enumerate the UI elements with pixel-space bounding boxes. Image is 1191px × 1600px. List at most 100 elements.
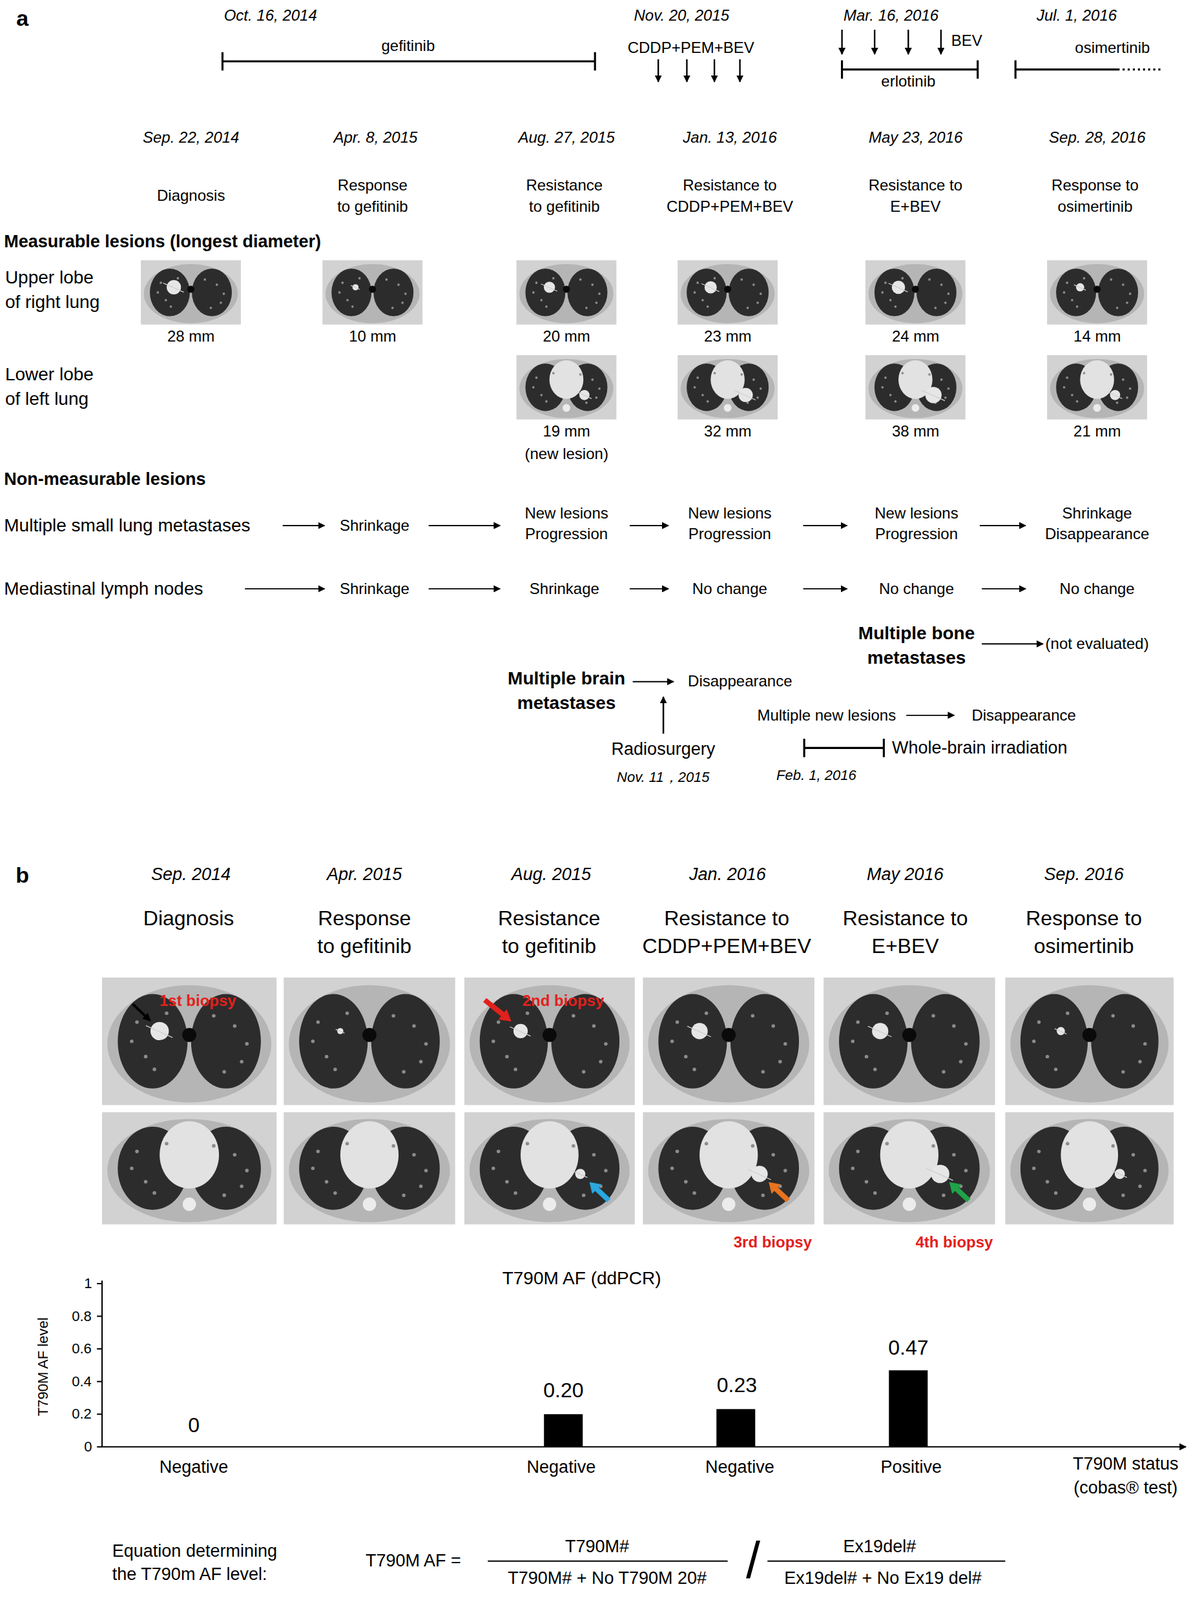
shape bbox=[144, 1180, 148, 1184]
shape bbox=[1032, 1039, 1036, 1044]
flow-arrow bbox=[981, 588, 1026, 590]
shape bbox=[603, 1042, 608, 1046]
ct-scan bbox=[464, 977, 635, 1106]
flow-arrow bbox=[906, 714, 954, 717]
shape bbox=[491, 1167, 495, 1171]
shape bbox=[562, 285, 570, 293]
shape bbox=[751, 1165, 768, 1182]
text-label: Non-measurable lesions bbox=[3, 467, 206, 491]
shape bbox=[182, 1198, 197, 1212]
shape bbox=[761, 1193, 766, 1198]
shape bbox=[1128, 292, 1132, 296]
shape bbox=[1063, 291, 1066, 294]
shape bbox=[828, 985, 991, 1104]
shape bbox=[581, 1193, 586, 1197]
text-label: Apr. 8, 2015 bbox=[333, 127, 418, 148]
shape bbox=[880, 291, 884, 294]
flow-arrow bbox=[282, 525, 325, 527]
shape bbox=[299, 994, 368, 1089]
rule-line bbox=[96, 1348, 103, 1350]
text-label: Multiple new lesions bbox=[756, 705, 896, 726]
shape bbox=[838, 994, 908, 1089]
rule-line bbox=[747, 1169, 772, 1181]
shape bbox=[590, 283, 594, 287]
shape bbox=[868, 359, 964, 419]
shape bbox=[1121, 378, 1125, 382]
shape bbox=[341, 281, 344, 285]
flow-arrow bbox=[981, 643, 1044, 645]
rule-line bbox=[102, 1446, 1186, 1449]
text-label: Measurable lesions (longest diameter) bbox=[3, 229, 322, 254]
shape bbox=[868, 264, 964, 324]
shape bbox=[911, 285, 920, 293]
shape bbox=[699, 1121, 758, 1189]
flow-arrow bbox=[632, 681, 674, 683]
shape bbox=[209, 306, 213, 310]
rule-line bbox=[163, 282, 185, 292]
shape bbox=[362, 1028, 377, 1043]
shape bbox=[545, 305, 548, 309]
text-label: New lesions Progression bbox=[521, 503, 612, 546]
rule-line bbox=[96, 1413, 103, 1416]
shape bbox=[693, 291, 697, 294]
shape bbox=[891, 280, 906, 295]
text-label: Multiple brain metastases bbox=[504, 666, 630, 716]
shape bbox=[642, 977, 814, 1106]
text-label: (not evaluated) bbox=[1045, 633, 1150, 655]
text-label: Feb. 1, 2016 bbox=[776, 766, 857, 786]
shape bbox=[107, 985, 272, 1104]
shape bbox=[401, 1070, 406, 1075]
shape bbox=[670, 1039, 675, 1044]
bar bbox=[888, 1370, 928, 1448]
shape bbox=[851, 1167, 856, 1171]
text-label: Response to osimertinib bbox=[1048, 175, 1142, 218]
text-label: gefitinib bbox=[381, 35, 436, 57]
rule-line bbox=[576, 392, 592, 399]
shape bbox=[244, 1169, 249, 1173]
shape bbox=[1046, 260, 1148, 325]
shape bbox=[855, 1020, 860, 1025]
shape bbox=[771, 1024, 776, 1029]
text-label: BEV bbox=[951, 30, 983, 52]
shape bbox=[691, 1023, 708, 1040]
shape bbox=[598, 292, 601, 296]
text-label: Aug. 27, 2015 bbox=[518, 127, 615, 148]
text-label: 0.8 bbox=[71, 1307, 92, 1327]
flow-arrow bbox=[428, 525, 501, 527]
shape bbox=[419, 1184, 424, 1189]
flow-arrow bbox=[657, 59, 659, 83]
shape bbox=[182, 1028, 197, 1043]
text-label: b bbox=[15, 860, 30, 891]
shape bbox=[692, 1191, 697, 1196]
shape bbox=[704, 1011, 709, 1016]
shape bbox=[928, 373, 931, 376]
shape bbox=[1054, 1191, 1058, 1195]
shape bbox=[944, 301, 947, 305]
shape bbox=[865, 260, 966, 325]
shape bbox=[928, 278, 931, 281]
shape bbox=[545, 400, 548, 404]
shape bbox=[496, 1150, 500, 1154]
rule-line bbox=[96, 1283, 103, 1285]
text-label: Oct. 16, 2014 bbox=[224, 5, 318, 26]
shape bbox=[1060, 1121, 1119, 1189]
shape bbox=[1045, 1055, 1049, 1059]
shape bbox=[680, 359, 776, 419]
shape bbox=[505, 1055, 509, 1059]
text-label: Negative bbox=[159, 1455, 229, 1480]
shape bbox=[496, 1020, 500, 1024]
shape bbox=[397, 283, 400, 287]
shape bbox=[1097, 268, 1139, 317]
shape bbox=[535, 281, 539, 285]
shape bbox=[598, 1060, 602, 1064]
flow-arrow bbox=[713, 59, 715, 83]
text-label: osimertinib bbox=[1074, 37, 1150, 59]
shape bbox=[519, 359, 614, 419]
shape bbox=[525, 1141, 529, 1146]
shape bbox=[166, 280, 181, 295]
shape bbox=[911, 404, 920, 413]
shape bbox=[696, 376, 699, 380]
shape bbox=[325, 264, 420, 324]
shape bbox=[391, 1144, 396, 1149]
shape bbox=[525, 1012, 529, 1016]
